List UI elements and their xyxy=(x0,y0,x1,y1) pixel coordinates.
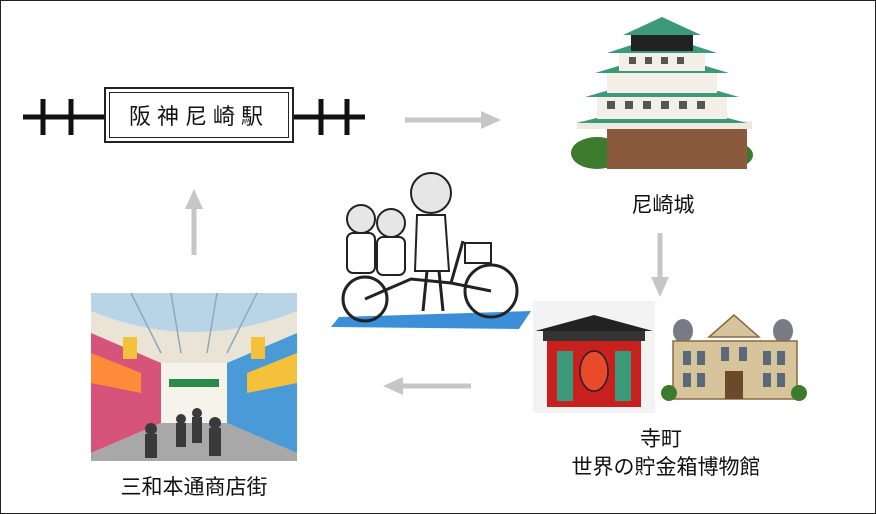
museum-illustration xyxy=(661,314,807,401)
temple-gate-illustration xyxy=(533,301,655,413)
station-name: 阪神尼崎駅 xyxy=(128,105,269,130)
station-sign: 阪神尼崎駅 xyxy=(104,87,294,143)
castle-label: 尼崎城 xyxy=(631,193,695,217)
temple-label-line1: 寺町 xyxy=(640,427,682,451)
arrow-right xyxy=(405,111,501,129)
street-label: 三和本通商店街 xyxy=(120,475,268,499)
temple-label-line2: 世界の貯金箱博物館 xyxy=(571,455,761,479)
shopping-arcade-illustration xyxy=(91,292,297,461)
rail-track-right xyxy=(289,99,365,135)
station-sign-inner-border xyxy=(109,92,289,138)
rail-track-left xyxy=(23,99,107,135)
arrow-up xyxy=(185,189,203,255)
castle-illustration xyxy=(571,17,753,169)
bicycle-illustration xyxy=(331,172,531,329)
arrow-left xyxy=(383,377,471,395)
arrow-down xyxy=(651,233,669,297)
